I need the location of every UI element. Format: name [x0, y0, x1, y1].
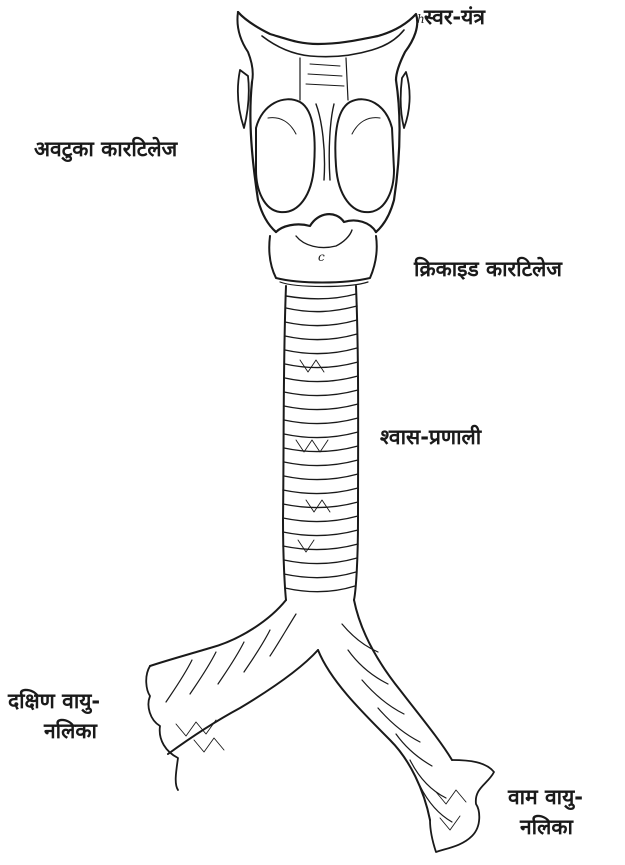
trachea-shape	[283, 286, 358, 600]
label-cricoid-cartilage: क्रिकाइड कारटिलेज	[414, 256, 562, 283]
label-right-bronchus-line2: नलिका	[44, 718, 97, 745]
label-thyroid-cartilage: अवटुका कारटिलेज	[34, 136, 177, 163]
bronchi-shape	[146, 600, 494, 852]
marker-c: c	[318, 250, 325, 264]
label-larynx: स्वर-यंत्र	[424, 4, 485, 31]
label-right-bronchus-line1: दक्षिण वायु-	[8, 688, 100, 715]
label-left-bronchus-line2: नलिका	[520, 814, 573, 841]
label-left-bronchus-line1: वाम वायु-	[508, 784, 583, 811]
larynx-outline	[237, 12, 417, 100]
label-trachea: श्वास-प्रणाली	[380, 424, 481, 451]
thyroid-cartilage-shape	[238, 70, 410, 232]
